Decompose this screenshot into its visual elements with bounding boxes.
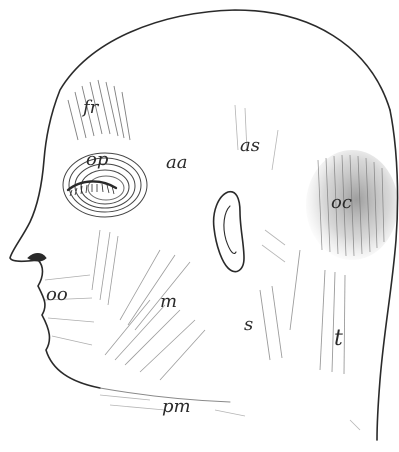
label-fr: fr [81, 97, 100, 118]
label-pm: pm [162, 396, 191, 417]
label-oo: oo [46, 284, 68, 305]
label-aa: aa [166, 152, 187, 173]
neck-fibers [260, 250, 345, 374]
frontalis-fibers [68, 80, 130, 140]
cheek-fibers [92, 230, 205, 380]
platysma-lines [100, 395, 360, 430]
label-s: s [244, 314, 253, 335]
neck-back-outline [377, 110, 398, 440]
ear [214, 192, 244, 272]
occipitalis-shading [306, 150, 398, 260]
label-as: as [240, 135, 260, 156]
nostril-mark [28, 254, 46, 262]
label-m: m [160, 291, 177, 312]
label-op: op [86, 149, 109, 170]
label-t: t [334, 326, 343, 351]
label-oc: oc [331, 192, 352, 213]
